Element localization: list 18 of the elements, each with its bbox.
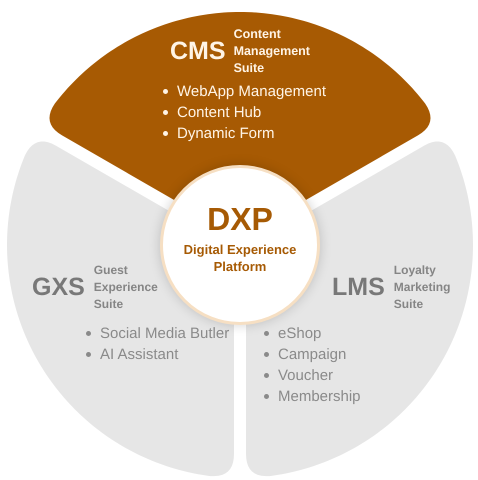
pie-segment — [49, 12, 431, 201]
subtitle: Content Management Suite — [234, 26, 310, 77]
feature-item: AI Assistant — [100, 346, 178, 364]
feature-item: Voucher — [278, 366, 334, 384]
feature-item: Content Hub — [177, 104, 262, 122]
acronym-heading: GXS — [32, 275, 85, 300]
subtitle: Guest Experience Suite — [94, 262, 158, 313]
feature-item: eShop — [278, 324, 322, 342]
subtitle: Loyalty Marketing Suite — [394, 262, 450, 313]
acronym-heading: CMS — [170, 39, 226, 64]
feature-item: Dynamic Form — [177, 124, 275, 142]
feature-item: WebApp Management — [177, 82, 326, 100]
feature-item: Membership — [278, 388, 361, 406]
feature-item: Campaign — [278, 346, 346, 364]
feature-item: Social Media Butler — [100, 324, 230, 342]
acronym-heading: LMS — [332, 275, 385, 300]
subtitle: Digital Experience Platform — [182, 241, 298, 275]
acronym-heading: DXP — [207, 203, 273, 235]
